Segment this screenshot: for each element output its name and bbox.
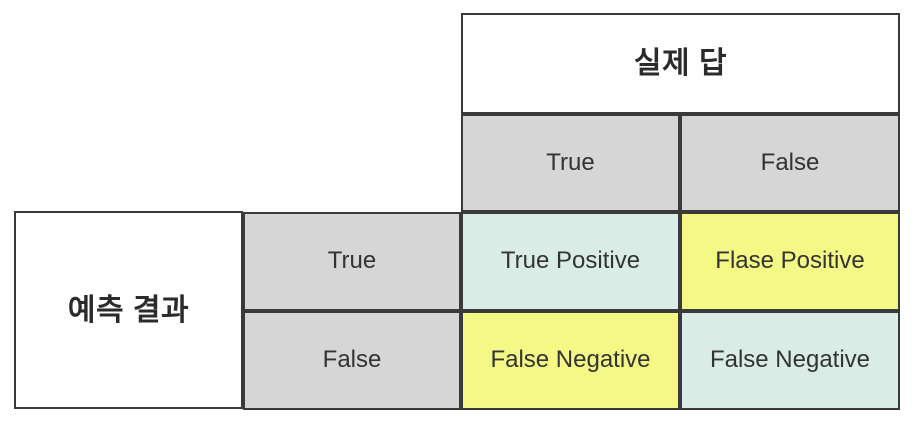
column-header-true: True — [461, 114, 680, 212]
matrix-cell-false-negative-right: False Negative — [680, 311, 900, 410]
row-header-true: True — [243, 212, 461, 311]
predicted-axis-title: 예측 결과 — [14, 211, 243, 409]
row-header-false: False — [243, 311, 461, 410]
actual-axis-title: 실제 답 — [461, 13, 900, 114]
matrix-cell-true-positive: True Positive — [461, 212, 680, 311]
column-header-false: False — [680, 114, 900, 212]
matrix-cell-false-negative-left: False Negative — [461, 311, 680, 410]
matrix-cell-false-positive: Flase Positive — [680, 212, 900, 311]
